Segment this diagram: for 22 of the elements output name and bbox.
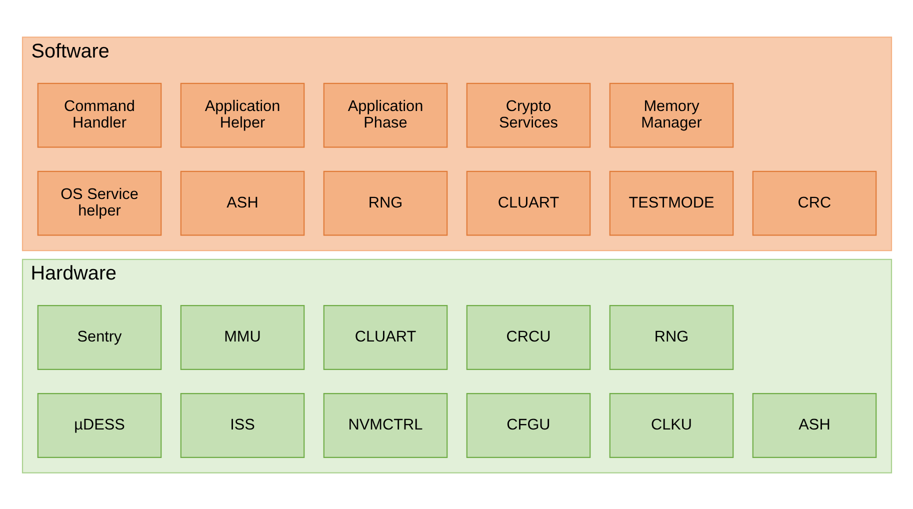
node-box: CRC [752, 170, 876, 236]
node-box: Crypto Services [466, 82, 590, 148]
node-box: OS Service helper [36, 170, 162, 236]
node-box: Sentry [36, 304, 162, 370]
node-box: Application Phase [322, 82, 448, 148]
node-box: Command Handler [36, 82, 162, 148]
node-box: CFGU [466, 392, 590, 458]
node-box: Application Helper [180, 82, 304, 148]
node-box: ASH [752, 392, 876, 458]
node-box: MMU [180, 304, 304, 370]
node-box: TESTMODE [608, 170, 734, 236]
node-box: CRCU [466, 304, 590, 370]
node-box: Memory Manager [608, 82, 734, 148]
node-box: ISS [180, 392, 304, 458]
node-box: NVMCTRL [322, 392, 448, 458]
node-box: CLKU [608, 392, 734, 458]
node-box: CLUART [322, 304, 448, 370]
node-box: RNG [322, 170, 448, 236]
node-box: ASH [180, 170, 304, 236]
node-box: µDESS [36, 392, 162, 458]
node-box: RNG [608, 304, 734, 370]
node-box: CLUART [466, 170, 590, 236]
